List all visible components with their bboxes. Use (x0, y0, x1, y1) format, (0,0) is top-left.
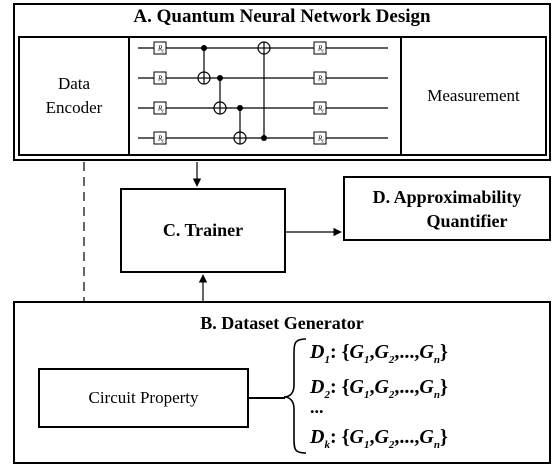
rotation-gate-label: R (157, 135, 163, 143)
dataset-generator-title: B. Dataset Generator (200, 312, 364, 333)
quantifier-label-line1: D. Approximability (372, 186, 522, 207)
dataset-index: k (324, 439, 330, 451)
dataset-label: D (310, 341, 325, 363)
graph-item: G (419, 341, 434, 363)
dataset-index: 2 (324, 389, 330, 401)
graph-item: G (419, 376, 434, 398)
rotation-gate-label: R (317, 75, 323, 83)
graph-item: G (349, 341, 364, 363)
circuit-property-box: Circuit Property (38, 368, 249, 428)
rotation-gate-subscript: Z (322, 109, 325, 114)
graph-item: G (374, 341, 389, 363)
graph-item: G (374, 426, 389, 448)
rotation-gate-label: R (317, 45, 323, 53)
circuit-property-label: Circuit Property (88, 388, 199, 407)
graph-index: 1 (363, 439, 370, 451)
rotation-gate (153, 41, 167, 55)
cnot-control (237, 105, 243, 111)
dataset-row-k: Dk: {G1,G2,...,Gn} (310, 426, 448, 451)
qnn-design-title: A. Quantum Neural Network Design (133, 6, 431, 27)
graph-index: 2 (388, 439, 395, 451)
quantifier-label-line2: Quantifier (426, 210, 508, 231)
measurement-label: Measurement (427, 86, 520, 105)
dataset-label: D (310, 426, 325, 448)
cnot-control (217, 75, 223, 81)
graph-index: 2 (388, 389, 395, 401)
rotation-gate (313, 131, 327, 145)
data-encoder-label-line2: Encoder (45, 98, 103, 117)
measurement-box: Measurement (400, 36, 547, 156)
graph-index: 1 (363, 354, 370, 366)
graph-item: G (349, 376, 364, 398)
trainer-box: C. Trainer (120, 188, 286, 273)
graph-index: n (433, 439, 440, 451)
graph-item: G (349, 426, 364, 448)
rotation-gate (153, 71, 167, 85)
rotation-gate-subscript: Z (322, 79, 325, 84)
rotation-gate (313, 101, 327, 115)
dataset-ellipsis: ... (310, 397, 324, 417)
rotation-gate-subscript: Z (162, 49, 165, 54)
graph-item: G (419, 426, 434, 448)
graph-index: n (433, 389, 440, 401)
quantifier-box: D. Approximability Quantifier (343, 176, 551, 241)
rotation-gate-label: R (317, 135, 323, 143)
data-encoder-label-line1: Data (57, 74, 91, 93)
cnot-control (201, 45, 207, 51)
rotation-gate-label: R (157, 105, 163, 113)
rotation-gate-label: R (157, 75, 163, 83)
graph-index: n (433, 354, 440, 366)
rotation-gate-subscript: Z (162, 139, 165, 144)
dataset-index: 1 (324, 354, 330, 366)
trainer-label: C. Trainer (162, 220, 244, 240)
graph-index: 2 (388, 354, 395, 366)
dataset-label: D (310, 376, 325, 398)
data-encoder-box: Data Encoder (18, 36, 130, 156)
graph-item: G (374, 376, 389, 398)
rotation-gate-subscript: Z (322, 49, 325, 54)
graph-index: 1 (363, 389, 370, 401)
rotation-gate (313, 71, 327, 85)
bracket-connector-line (249, 397, 285, 399)
rotation-gate-subscript: Z (162, 109, 165, 114)
dataset-row-1: D1: {G1,G2,...,Gn} (310, 341, 448, 366)
dataset-row-2: D2: {G1,G2,...,Gn} (310, 376, 448, 401)
rotation-gate (153, 131, 167, 145)
rotation-gate-subscript: Z (322, 139, 325, 144)
rotation-gate-label: R (157, 45, 163, 53)
rotation-gate (153, 101, 167, 115)
rotation-gate-label: R (317, 105, 323, 113)
cnot-control (261, 135, 267, 141)
rotation-gate-subscript: Z (162, 79, 165, 84)
curly-bracket (283, 338, 307, 454)
rotation-gate (313, 41, 327, 55)
